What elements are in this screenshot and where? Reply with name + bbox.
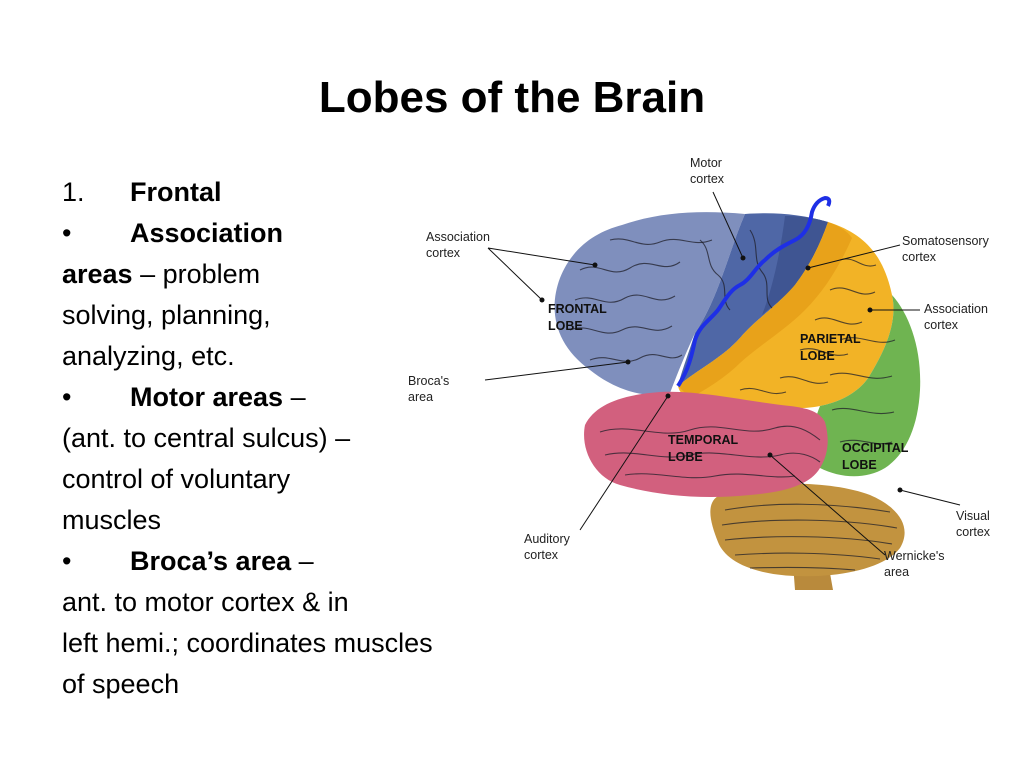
leader-wernickes-area bbox=[769, 454, 886, 556]
bullet-text-line: of speech bbox=[62, 669, 180, 699]
bullet-text-line: left hemi.; coordinates muscles bbox=[62, 628, 433, 658]
bullet-brocas-area: • Broca’s area – bbox=[62, 541, 532, 582]
bullet-text: problem bbox=[155, 259, 261, 289]
slide-title: Lobes of the Brain bbox=[318, 73, 706, 122]
bullet-text-line: control of voluntary bbox=[62, 464, 291, 494]
bullet-text-line: solving, planning, bbox=[62, 300, 271, 330]
bullet-text-line: muscles bbox=[62, 505, 162, 535]
label-somatosensory-cortex: Somatosensory cortex bbox=[902, 234, 992, 264]
parietal-lobe-label: PARIETAL LOBE bbox=[800, 332, 864, 363]
leader-dot bbox=[625, 359, 631, 365]
leader-dot bbox=[592, 262, 598, 268]
bullet-symbol: • bbox=[62, 218, 72, 248]
leader-dot bbox=[539, 297, 545, 303]
motor-cortex-shadow bbox=[762, 216, 828, 315]
label-association-cortex-right: Association cortex bbox=[924, 302, 991, 332]
label-association-cortex-left: Association cortex bbox=[426, 230, 493, 260]
leader-association-left bbox=[487, 247, 596, 301]
leader-dot bbox=[867, 307, 873, 313]
leader-visual-cortex bbox=[899, 489, 961, 506]
bullet-dash: – bbox=[283, 382, 306, 412]
cerebellum bbox=[710, 483, 905, 577]
bullet-text-line: analyzing, etc. bbox=[62, 341, 235, 371]
frontal-heading: 1. Frontal bbox=[62, 172, 532, 213]
bullet-dash: – bbox=[291, 546, 314, 576]
leader-auditory-cortex bbox=[579, 395, 669, 531]
frontal-lobe-notes: 1. Frontal • Association areas – problem s… bbox=[62, 172, 532, 705]
label-brocas-area: Broca's area bbox=[408, 374, 453, 404]
label-motor-cortex: Motor cortex bbox=[690, 156, 725, 186]
temporal-lobe-label: TEMPORAL LOBE bbox=[668, 433, 741, 464]
leader-motor-cortex bbox=[712, 191, 744, 259]
leader-dot bbox=[665, 393, 671, 399]
heading-label: Frontal bbox=[130, 177, 222, 207]
brain-lobes-diagram: FRONTAL LOBE PARIETAL LOBE TEMPORAL LOBE… bbox=[408, 156, 993, 590]
label-wernickes-area: Wernicke's area bbox=[884, 549, 948, 579]
bullet-symbol: • bbox=[62, 546, 72, 576]
leader-dot bbox=[767, 452, 773, 458]
label-auditory-cortex: Auditory cortex bbox=[524, 532, 573, 562]
bullet-term: Broca’s area bbox=[130, 546, 292, 576]
leader-dot bbox=[805, 265, 811, 271]
label-visual-cortex: Visual cortex bbox=[956, 509, 993, 539]
central-sulcus-line bbox=[676, 196, 832, 388]
bullet-text-line: ant. to motor cortex & in bbox=[62, 587, 349, 617]
bullet-term-part2: areas bbox=[62, 259, 133, 289]
list-number: 1. bbox=[62, 177, 85, 207]
leader-dot bbox=[740, 255, 746, 261]
bullet-text-line: (ant. to central sulcus) – bbox=[62, 423, 351, 453]
frontal-lobe bbox=[554, 212, 745, 395]
bullet-association-line1: • Association bbox=[62, 213, 532, 254]
temporal-lobe bbox=[584, 391, 828, 497]
leader-dot bbox=[897, 487, 903, 493]
occipital-lobe-label: OCCIPITAL LOBE bbox=[842, 441, 912, 472]
bullet-symbol: • bbox=[62, 382, 72, 412]
bullet-dash: – bbox=[132, 259, 156, 289]
leader-somatosensory bbox=[807, 244, 901, 269]
frontal-lobe-label: FRONTAL LOBE bbox=[548, 302, 610, 333]
leader-brocas-area bbox=[484, 361, 629, 381]
bullet-motor-areas: • Motor areas – bbox=[62, 377, 532, 418]
bullet-term-part1: Association bbox=[130, 218, 284, 248]
bullet-term: Motor areas bbox=[130, 382, 284, 412]
bullet-association-line2: areas – problem bbox=[62, 254, 532, 295]
